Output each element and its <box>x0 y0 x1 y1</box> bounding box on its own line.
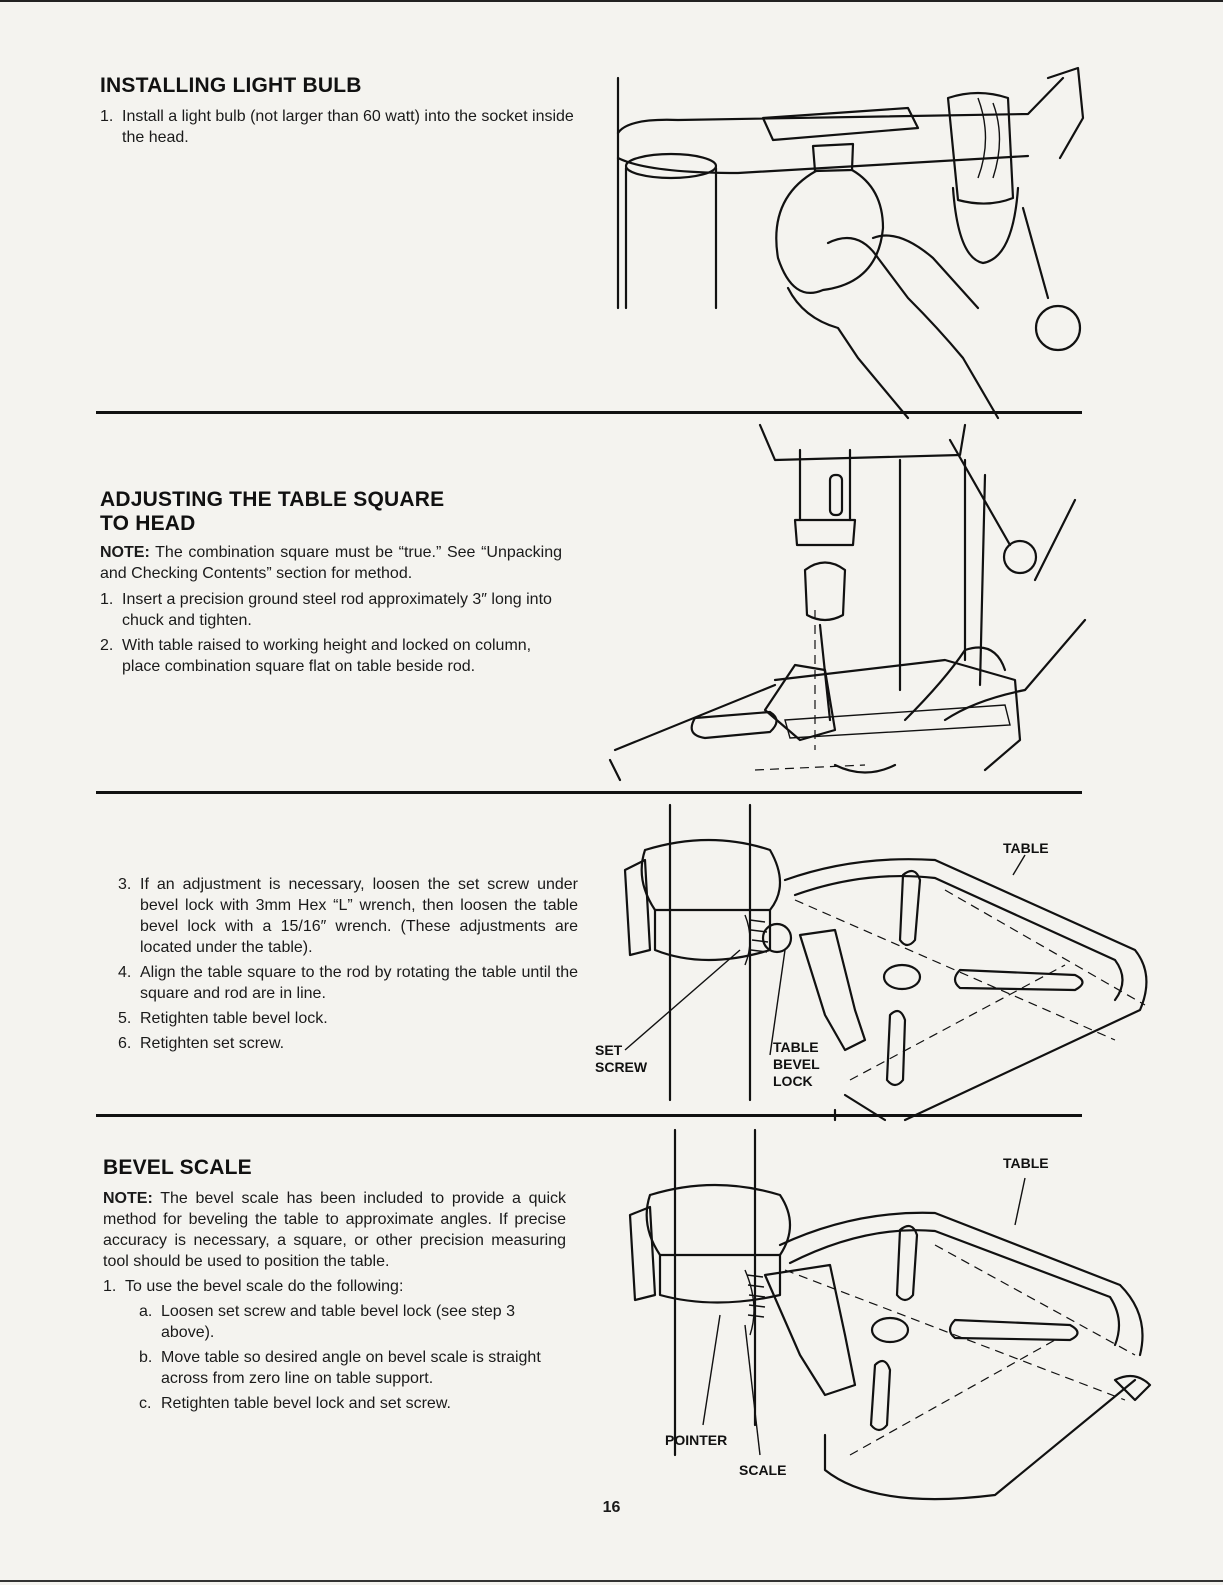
step-text: To use the bevel scale do the following: <box>125 1278 404 1295</box>
label-table-bevel-lock: TABLE <box>773 1039 819 1055</box>
list-item: 2. With table raised to working height a… <box>100 635 562 677</box>
label-screw: SCREW <box>595 1059 648 1075</box>
section-installing-light-bulb: INSTALLING LIGHT BULB 1. Install a light… <box>100 74 580 152</box>
list-item: b. Move table so desired angle on bevel … <box>103 1347 566 1389</box>
list-item: c. Retighten table bevel lock and set sc… <box>103 1393 566 1414</box>
step-text: If an adjustment is necessary, loosen th… <box>140 876 578 956</box>
section-title: BEVEL SCALE <box>103 1156 252 1179</box>
note-paragraph: NOTE: The combination square must be “tr… <box>100 542 562 584</box>
bottom-border <box>0 1580 1223 1582</box>
step-text: Retighten table bevel lock. <box>140 1010 328 1027</box>
page-number: 16 <box>602 1499 621 1516</box>
label-lock: LOCK <box>773 1073 813 1089</box>
step-text: Insert a precision ground steel rod appr… <box>122 591 552 629</box>
list-item: a. Loosen set screw and table bevel lock… <box>103 1301 566 1343</box>
step-text: Align the table square to the rod by rot… <box>140 964 578 1002</box>
top-border <box>0 0 1223 2</box>
label-table: TABLE <box>1003 1155 1049 1171</box>
label-pointer: POINTER <box>665 1432 727 1448</box>
note-label: NOTE: <box>100 544 150 561</box>
step-list: 1. Insert a precision ground steel rod a… <box>100 589 562 677</box>
step-number: 1. <box>100 108 114 125</box>
section-adjusting-table-square: ADJUSTING THE TABLE SQUARE TO HEAD NOTE:… <box>100 488 562 681</box>
step-number: c. <box>139 1395 152 1412</box>
step-text: Install a light bulb (not larger than 60… <box>122 108 574 146</box>
step-number: a. <box>139 1303 153 1320</box>
step-list: 3. If an adjustment is necessary, loosen… <box>118 874 578 1054</box>
list-item: 1. Install a light bulb (not larger than… <box>100 106 580 148</box>
step-text: Move table so desired angle on bevel sca… <box>161 1349 541 1387</box>
step-number: 1. <box>103 1278 117 1295</box>
step-number: 6. <box>118 1035 132 1052</box>
step-number: 2. <box>100 637 114 654</box>
section-bevel-scale: BEVEL SCALE NOTE: The bevel scale has be… <box>103 1156 566 1418</box>
label-scale: SCALE <box>739 1462 786 1478</box>
section-divider <box>96 411 1082 414</box>
label-table: TABLE <box>1003 840 1049 856</box>
section-title: INSTALLING LIGHT BULB <box>100 74 362 97</box>
note-text: The combination square must be “true.” S… <box>100 544 562 582</box>
section-divider <box>96 1114 1082 1117</box>
bevel-scale-illustration: TABLE POINTER SCALE <box>628 1128 1152 1501</box>
note-text: The bevel scale has been included to pro… <box>103 1190 566 1270</box>
label-set: SET <box>595 1042 623 1058</box>
step-number: 1. <box>100 591 114 608</box>
step-number: 4. <box>118 964 132 981</box>
list-item: 3. If an adjustment is necessary, loosen… <box>118 874 578 958</box>
list-item: 4. Align the table square to the rod by … <box>118 962 578 1004</box>
step-number: 5. <box>118 1010 132 1027</box>
step-list: 1. Install a light bulb (not larger than… <box>100 106 580 148</box>
list-item: 1. Insert a precision ground steel rod a… <box>100 589 562 631</box>
step-text: Retighten set screw. <box>140 1035 285 1052</box>
list-item: 5. Retighten table bevel lock. <box>118 1008 578 1029</box>
table-bevel-lock-illustration: TABLE SET SCREW TABLE BEVEL LOCK <box>595 803 1148 1122</box>
step-list: 1. To use the bevel scale do the followi… <box>103 1276 566 1414</box>
light-bulb-illustration <box>616 66 1085 420</box>
note-label: NOTE: <box>103 1190 153 1207</box>
section-title-line2: TO HEAD <box>100 512 196 535</box>
table-square-illustration <box>608 423 1087 782</box>
list-item: 1. To use the bevel scale do the followi… <box>103 1276 566 1297</box>
note-paragraph: NOTE: The bevel scale has been included … <box>103 1188 566 1272</box>
list-item: 6. Retighten set screw. <box>118 1033 578 1054</box>
label-bevel: BEVEL <box>773 1056 820 1072</box>
step-text: Retighten table bevel lock and set screw… <box>161 1395 451 1412</box>
section-title-line1: ADJUSTING THE TABLE SQUARE <box>100 488 445 511</box>
step-number: 3. <box>118 876 132 893</box>
step-text: With table raised to working height and … <box>122 637 532 675</box>
section-adjustment-steps: 3. If an adjustment is necessary, loosen… <box>118 874 578 1058</box>
section-divider <box>96 791 1082 794</box>
step-number: b. <box>139 1349 153 1366</box>
step-text: Loosen set screw and table bevel lock (s… <box>161 1303 515 1341</box>
